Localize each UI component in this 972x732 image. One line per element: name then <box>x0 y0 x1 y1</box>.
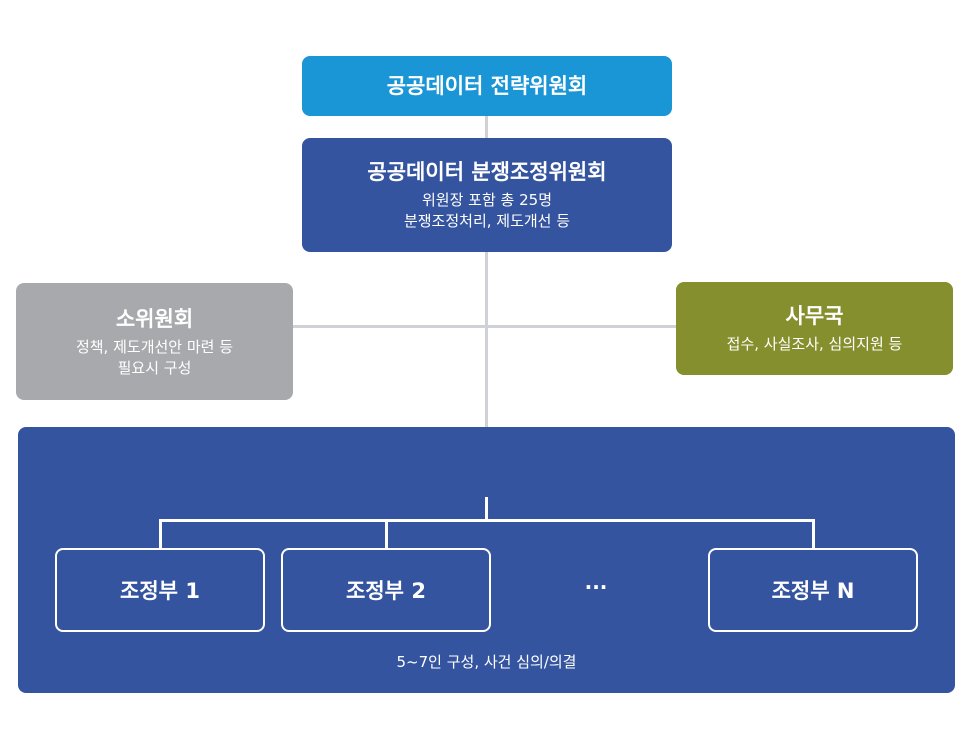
connector-horizontal <box>293 325 676 328</box>
secretariat-box: 사무국 접수, 사실조사, 심의지원 등 <box>676 282 953 375</box>
divisions-panel <box>18 427 955 693</box>
strategy-committee-title: 공공데이터 전략위원회 <box>386 74 588 98</box>
subcommittee-title: 소위원회 <box>115 306 194 331</box>
divisions-note: 5~7인 구성, 사건 심의/의결 <box>396 653 577 671</box>
division-box-2: 조정부 2 <box>281 548 491 632</box>
connector-top-main <box>485 116 488 138</box>
subcommittee-box: 소위원회 정책, 제도개선안 마련 등 필요시 구성 <box>16 283 293 400</box>
subcommittee-line1: 정책, 제도개선안 마련 등 <box>75 337 234 356</box>
subcommittee-line2: 필요시 구성 <box>117 358 192 377</box>
secretariat-title: 사무국 <box>785 304 844 328</box>
secretariat-line1: 접수, 사실조사, 심의지원 등 <box>726 335 903 353</box>
division-ellipsis: ··· <box>584 575 608 599</box>
division-label-2: 조정부 2 <box>346 579 426 603</box>
division-label-1: 조정부 1 <box>120 579 200 603</box>
division-tree-drop-2 <box>385 519 388 549</box>
division-tree-stem <box>485 497 488 521</box>
division-tree-bar <box>159 519 815 522</box>
dispute-committee-line1: 위원장 포함 총 25명 <box>422 191 552 209</box>
division-box-n: 조정부 N <box>708 548 918 632</box>
dispute-committee-box: 공공데이터 분쟁조정위원회 위원장 포함 총 25명 분쟁조정처리, 제도개선 … <box>302 138 672 252</box>
dispute-committee-line2: 분쟁조정처리, 제도개선 등 <box>403 212 571 230</box>
division-box-1: 조정부 1 <box>55 548 265 632</box>
connector-main-panel <box>485 252 488 427</box>
strategy-committee-box: 공공데이터 전략위원회 <box>302 56 672 116</box>
division-label-n: 조정부 N <box>771 579 855 603</box>
dispute-committee-title: 공공데이터 분쟁조정위원회 <box>367 160 607 184</box>
division-tree-drop-1 <box>159 519 162 549</box>
division-tree-drop-n <box>812 519 815 549</box>
